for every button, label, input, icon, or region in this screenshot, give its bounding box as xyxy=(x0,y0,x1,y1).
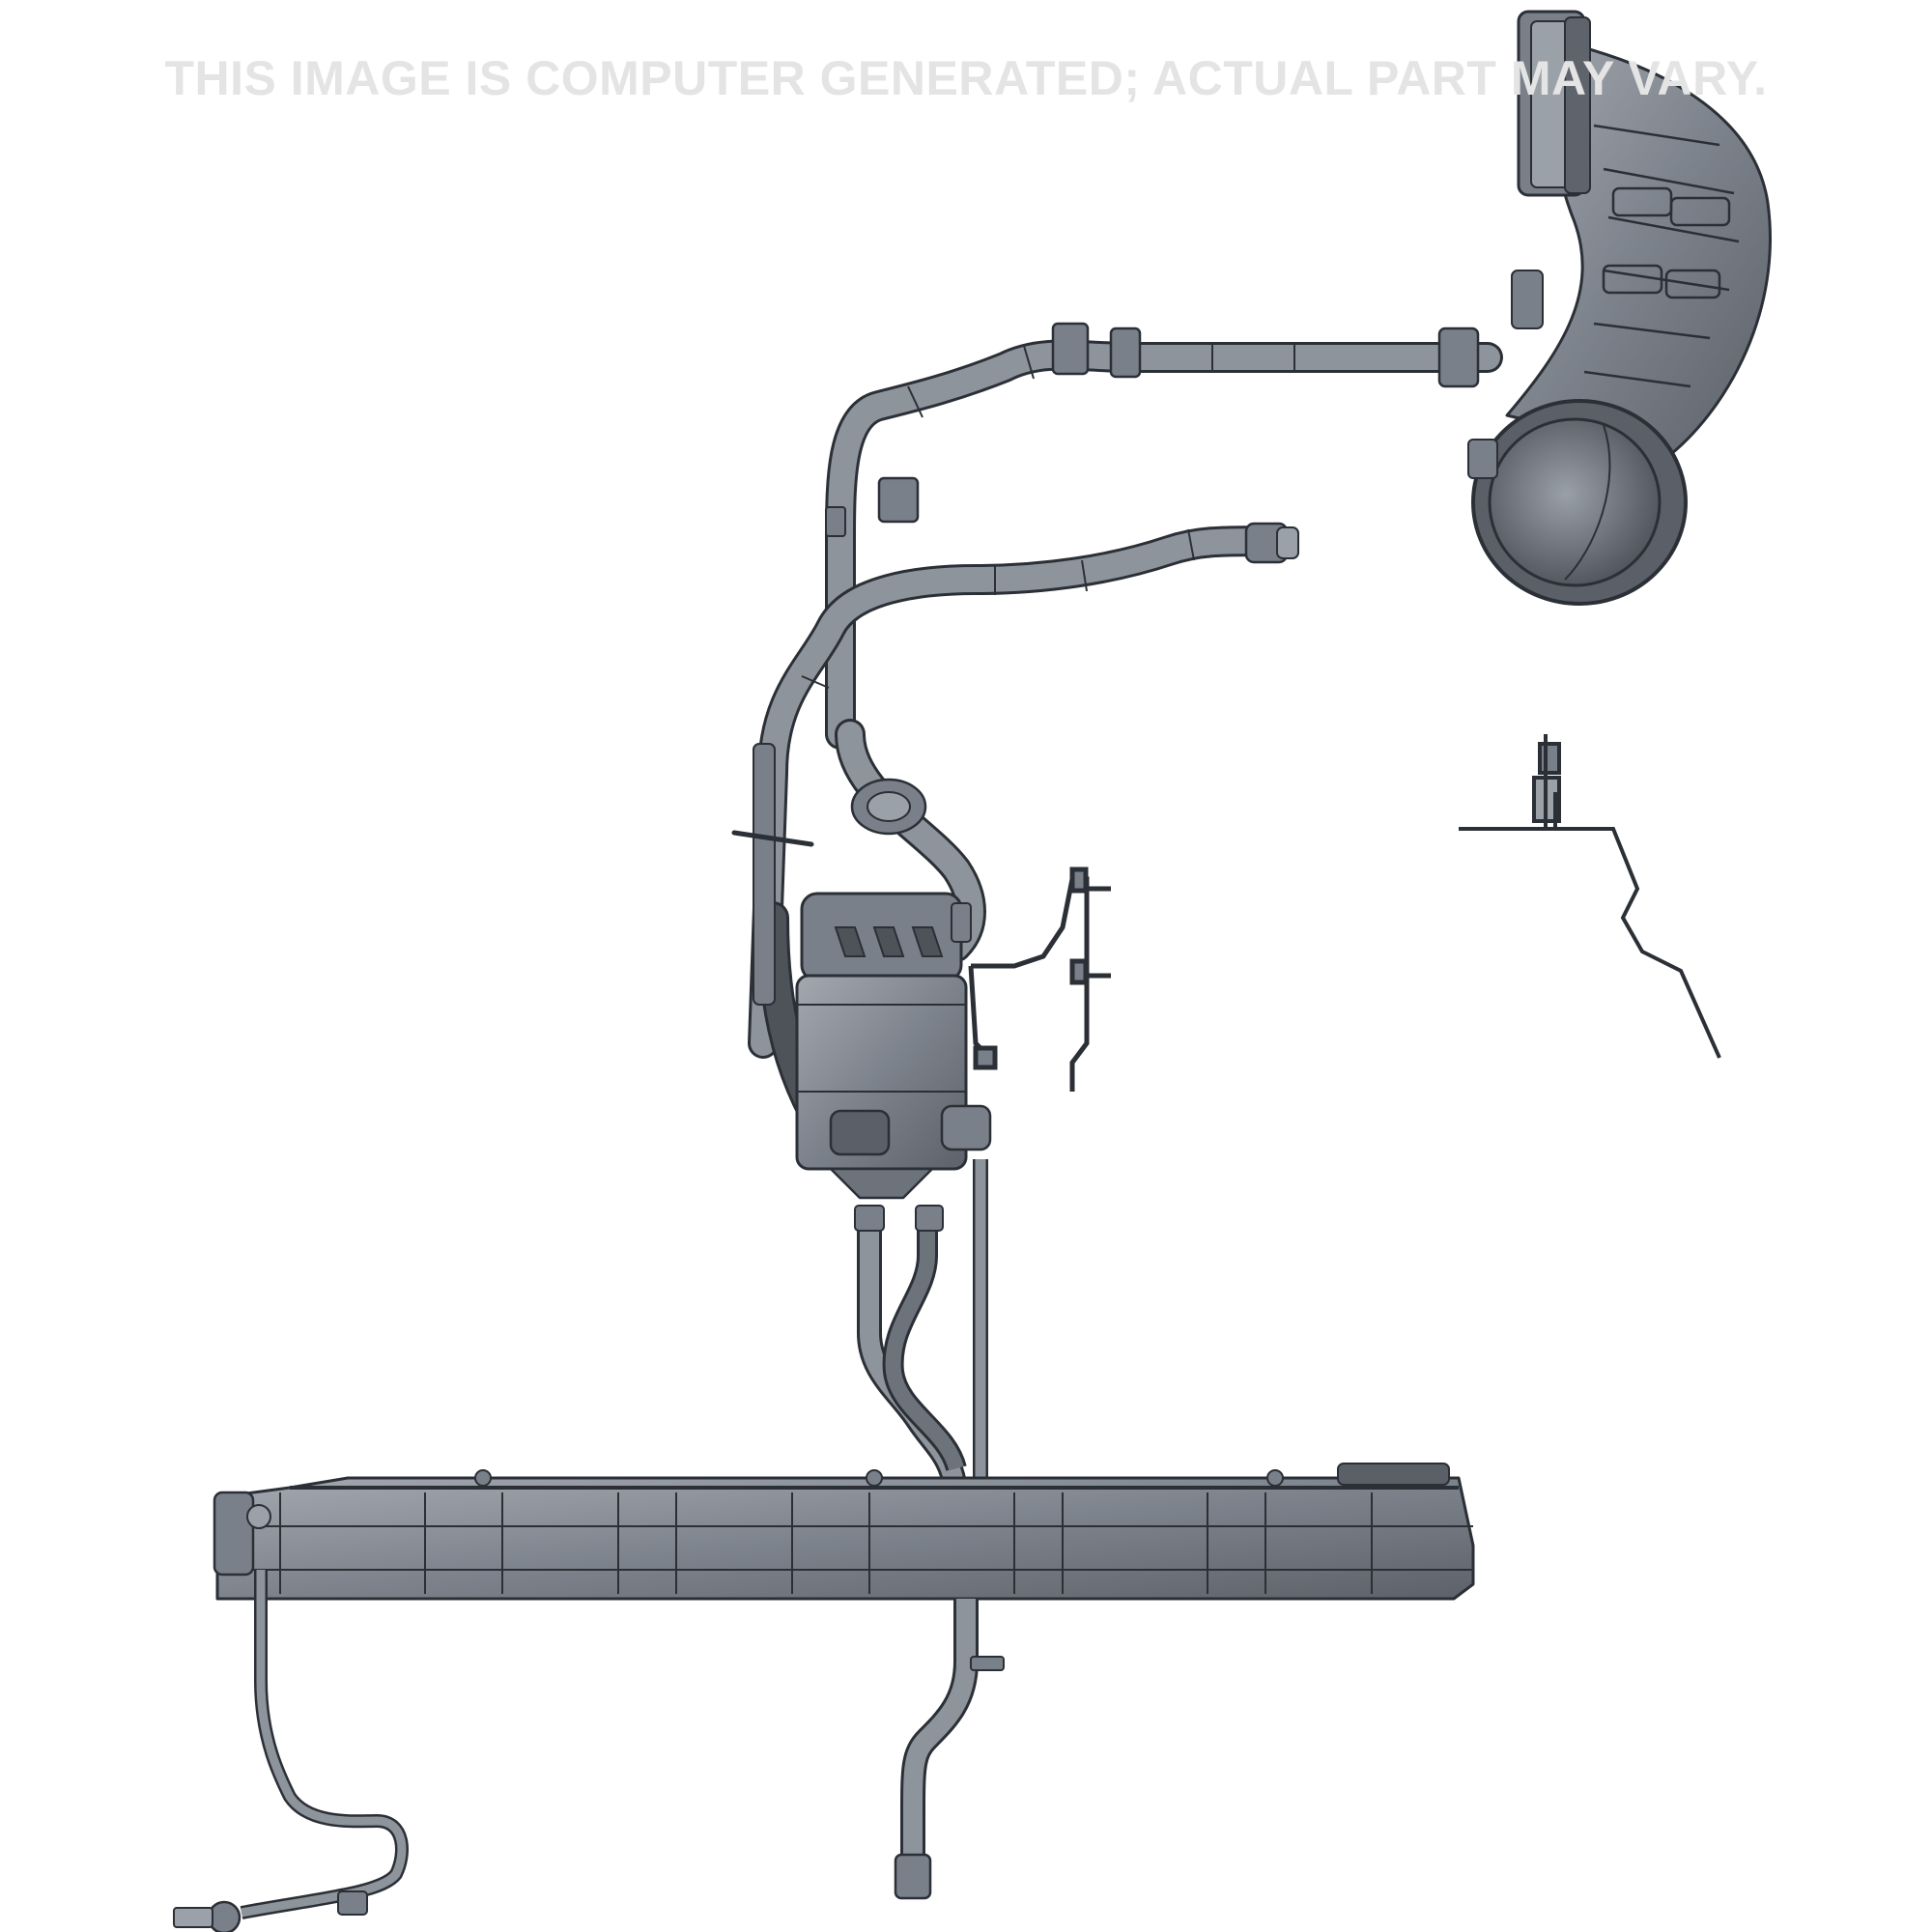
mounting-bracket xyxy=(968,867,1111,1092)
hose-connector xyxy=(1244,522,1299,564)
heat-shield-bracket xyxy=(1459,734,1721,1059)
hose-junction xyxy=(850,778,927,836)
oil-separator xyxy=(795,892,992,1200)
mounting-strap xyxy=(731,743,814,1006)
dipstick-tube xyxy=(900,1599,979,1874)
return-line-fitting xyxy=(173,1890,368,1932)
middle-breather-hose xyxy=(748,526,1291,1059)
hose-clamp xyxy=(825,322,1480,537)
air-intake-duct xyxy=(1467,10,1772,606)
drain-lines xyxy=(857,1159,988,1508)
return-line xyxy=(240,1570,409,1919)
oil-pan xyxy=(213,1463,1475,1601)
dipstick-fitting xyxy=(894,1656,1005,1900)
drain-fitting xyxy=(854,1205,944,1232)
